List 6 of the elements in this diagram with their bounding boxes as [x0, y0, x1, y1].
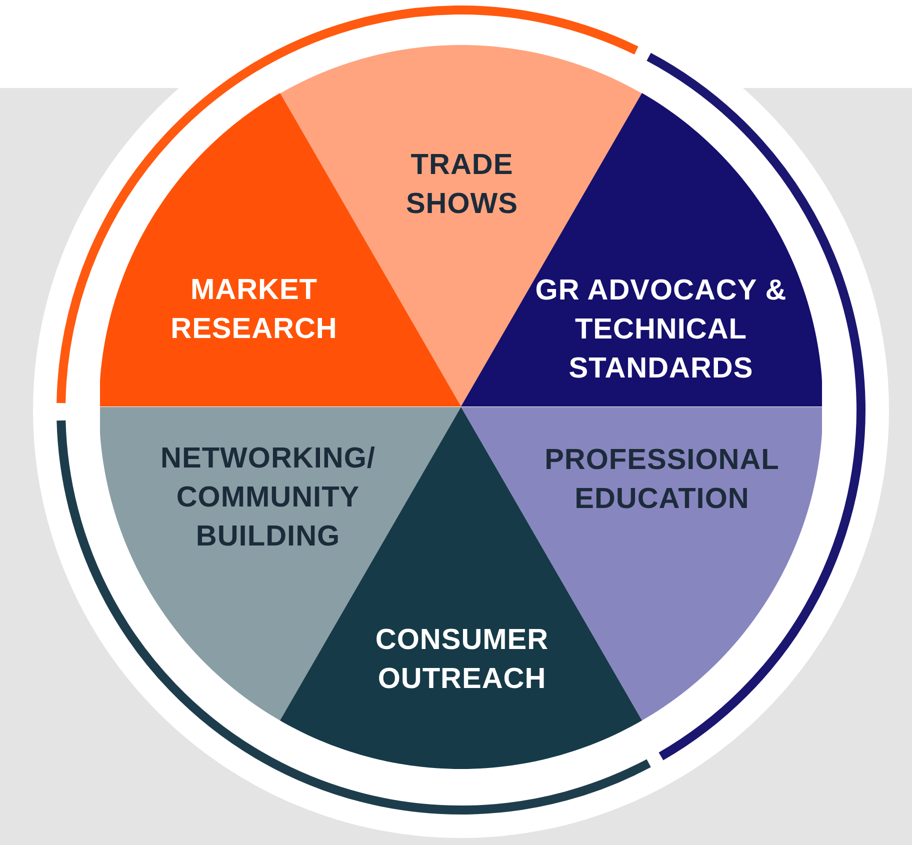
segment-label: MARKET RESEARCH [170, 272, 338, 347]
segment-label: PROFESSIONAL EDUCATION [544, 443, 780, 517]
segment-label: CONSUMER OUTREACH [374, 623, 550, 697]
segment-label: GR ADVOCACY & TECHNICAL STANDARDS [534, 273, 788, 386]
segment-label: TRADE SHOWS [404, 148, 520, 222]
segment-label: NETWORKING/ COMMUNITY BUILDING [160, 442, 376, 554]
